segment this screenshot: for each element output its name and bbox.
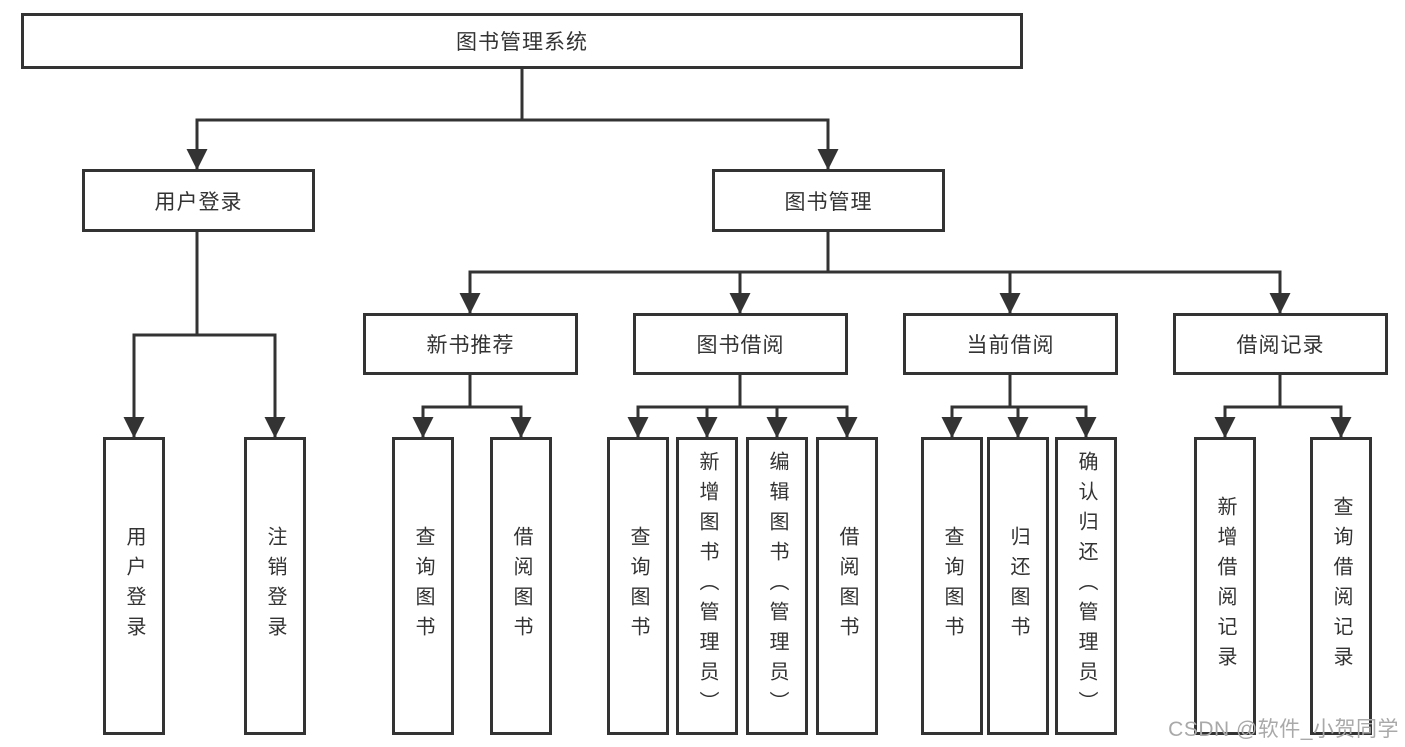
node-leaf-logout: 注销登录	[244, 437, 306, 735]
connector-borrow-records-trunk	[1223, 373, 1343, 409]
node-user-login: 用户登录	[82, 169, 315, 232]
connector-root-trunk	[195, 67, 830, 122]
node-leaf-cb-query-books: 查询图书	[921, 437, 983, 735]
connector-new-book-rec-trunk	[421, 373, 523, 409]
node-book-management: 图书管理	[712, 169, 945, 232]
connector-book-borrow-trunk	[636, 373, 849, 409]
node-leaf-br-add-record: 新增借阅记录	[1194, 437, 1256, 735]
node-leaf-bb-edit-books-admin: 编辑图书（管理员）	[746, 437, 808, 735]
connector-book-management-trunk	[468, 230, 1282, 274]
node-current-borrow: 当前借阅	[903, 313, 1118, 375]
connector-current-borrow-trunk	[950, 373, 1088, 409]
node-new-book-recommend: 新书推荐	[363, 313, 578, 375]
node-leaf-user-login: 用户登录	[103, 437, 165, 735]
connector-user-login-trunk	[132, 230, 277, 337]
node-leaf-bb-borrow-books: 借阅图书	[816, 437, 878, 735]
node-leaf-br-query-record: 查询借阅记录	[1310, 437, 1372, 735]
node-leaf-cb-confirm-return-admin: 确认归还（管理员）	[1055, 437, 1117, 735]
node-leaf-nbr-query-books: 查询图书	[392, 437, 454, 735]
node-leaf-cb-return-books: 归还图书	[987, 437, 1049, 735]
node-root-system: 图书管理系统	[21, 13, 1023, 69]
node-book-borrow: 图书借阅	[633, 313, 848, 375]
node-leaf-nbr-borrow-books: 借阅图书	[490, 437, 552, 735]
node-leaf-bb-query-books: 查询图书	[607, 437, 669, 735]
node-leaf-bb-add-books-admin: 新增图书（管理员）	[676, 437, 738, 735]
node-borrow-records: 借阅记录	[1173, 313, 1388, 375]
csdn-watermark: CSDN @软件_小贺同学	[1168, 718, 1399, 741]
